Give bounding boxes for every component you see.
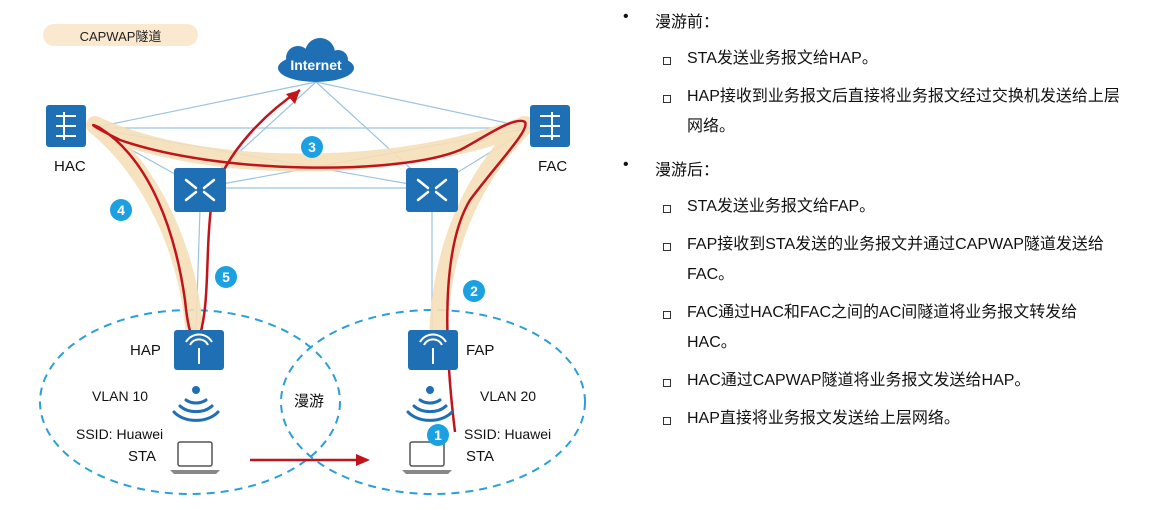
sta-right-label: STA [466, 448, 495, 465]
left-switch-icon [174, 168, 226, 212]
step-badge-5: 5 [215, 266, 237, 288]
after-item-5: HAP直接将业务报文发送给上层网络。 [663, 404, 1123, 434]
step-badge-2: 2 [463, 280, 485, 302]
hac-device-icon [46, 105, 86, 147]
hac-label: HAC [54, 158, 86, 175]
hap-wifi-signal-icon [172, 386, 220, 422]
ssid-right-label: SSID: Huawei [464, 426, 552, 442]
traffic-paths [91, 88, 527, 466]
internet-label: Internet [290, 57, 342, 73]
square-bullet-icon [663, 205, 671, 213]
right-switch-icon [406, 168, 458, 212]
fap-label: FAP [466, 342, 495, 359]
sta-left-label: STA [128, 448, 157, 465]
roaming-diagram: CAPWAP隧道 Internet HAC FAC HAP FAP VLAN 1… [39, 24, 586, 495]
after-item-1: STA发送业务报文给FAP。 [663, 192, 1123, 222]
capwap-tunnel-legend: CAPWAP隧道 [43, 24, 198, 46]
before-item-2: HAP接收到业务报文后直接将业务报文经过交换机发送给上层网络。 [663, 82, 1123, 142]
bullet-dot-icon: • [623, 8, 629, 25]
after-item-2: FAP接收到STA发送的业务报文并通过CAPWAP隧道发送给FAC。 [663, 230, 1123, 290]
square-bullet-icon [663, 379, 671, 387]
vlan-left-label: VLAN 10 [92, 388, 149, 404]
sta-right-laptop-icon [402, 441, 452, 474]
square-bullet-icon [663, 311, 671, 319]
square-bullet-icon [663, 95, 671, 103]
fac-device-icon [530, 105, 570, 147]
diagram-canvas [39, 38, 586, 495]
square-bullet-icon [663, 57, 671, 65]
square-bullet-icon [663, 243, 671, 251]
hap-access-point-icon [174, 330, 224, 370]
ssid-left-label: SSID: Huawei [76, 426, 164, 442]
fap-wifi-signal-icon [406, 386, 454, 422]
explanation-panel: • 漫游前： STA发送业务报文给HAP。 HAP接收到业务报文后直接将业务报文… [615, 0, 1155, 505]
after-item-3: FAC通过HAC和FAC之间的AC间隧道将业务报文转发给HAC。 [663, 298, 1123, 358]
vlan-right-label: VLAN 20 [480, 388, 537, 404]
step-badge-4: 4 [110, 199, 132, 221]
fap-coverage-cell [280, 309, 586, 495]
fac-label: FAC [538, 158, 568, 175]
step-badge-1: 1 [427, 424, 449, 446]
step-badge-3: 3 [301, 136, 323, 158]
internet-cloud-icon [278, 38, 354, 82]
before-item-1: STA发送业务报文给HAP。 [663, 44, 1123, 74]
sta-left-laptop-icon [170, 441, 220, 474]
square-bullet-icon [663, 417, 671, 425]
after-item-4: HAC通过CAPWAP隧道将业务报文发送给HAP。 [663, 366, 1123, 396]
bullet-dot-icon: • [623, 156, 629, 173]
hap-label: HAP [130, 342, 161, 359]
roaming-label: 漫游 [294, 393, 325, 410]
fap-access-point-icon [408, 330, 458, 370]
